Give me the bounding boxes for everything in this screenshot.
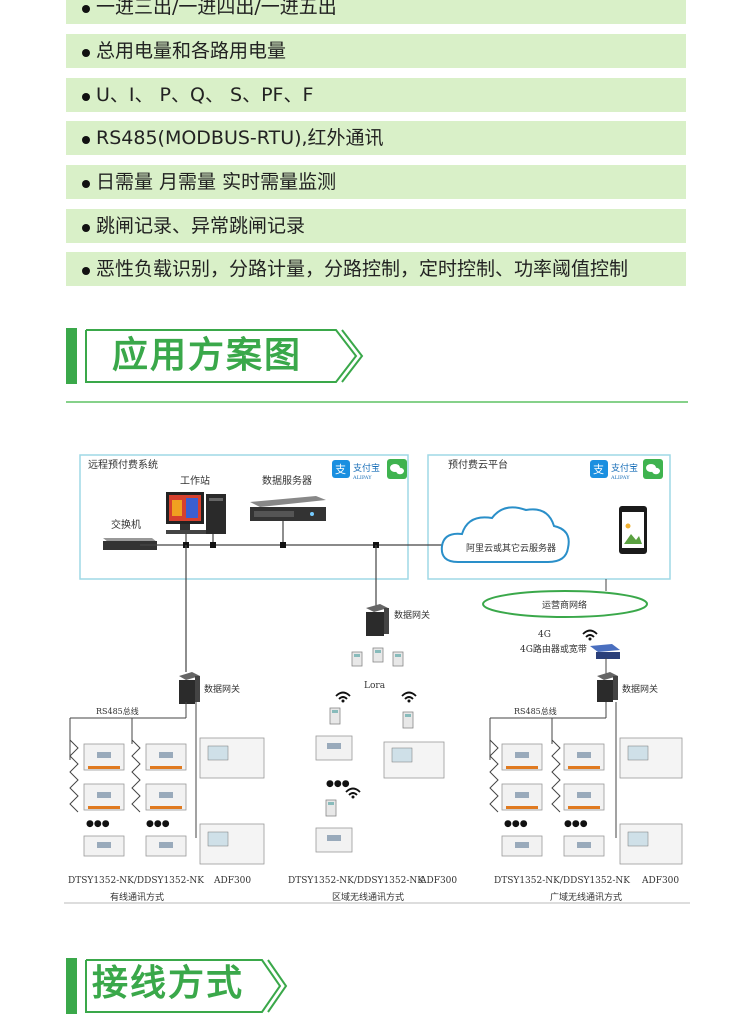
workstation-icon <box>166 492 226 534</box>
adf300-label: ADF300 <box>419 876 457 886</box>
adf300-device-icon <box>619 737 683 865</box>
section-marker <box>66 328 77 384</box>
rs485-bus-label: RS485总线 <box>96 706 139 716</box>
ellipsis-dots: ●●● <box>504 819 528 829</box>
gateway-icon <box>366 604 389 636</box>
wifi-icon <box>582 629 598 641</box>
adf300-label: ADF300 <box>641 876 679 886</box>
right-box-title: 预付费云平台 <box>448 458 508 471</box>
bullet-icon <box>82 93 90 101</box>
svg-text:支付宝: 支付宝 <box>611 462 638 474</box>
feature-text: 跳闸记录、异常跳闸记录 <box>96 215 306 237</box>
cloud-icon <box>440 506 570 563</box>
adf300-device-icon <box>383 741 445 779</box>
label-4g: 4G <box>538 630 551 640</box>
rs485-bus-label: RS485总线 <box>514 706 557 716</box>
svg-text:支付宝: 支付宝 <box>353 462 380 474</box>
gateway-icon <box>597 672 618 702</box>
section-header-application: 应用方案图 <box>66 326 366 386</box>
local-system-box <box>79 454 409 580</box>
feature-item: U、I、 P、Q、 S、PF、F <box>66 78 686 112</box>
router-4g-label: 4G路由器或宽带 <box>520 643 587 655</box>
mode-area-wireless-label: 区域无线通讯方式 <box>332 891 404 903</box>
meter-models-label: DTSY1352-NK/DDSY1352-NK <box>288 876 424 886</box>
section-frame-chevron <box>85 329 364 383</box>
wechat-icon <box>643 459 663 479</box>
section-title: 接线方式 <box>92 963 245 1004</box>
ellipsis-dots: ●●● <box>564 819 588 829</box>
svg-text:ALIPAY: ALIPAY <box>610 475 630 481</box>
feature-text: U、I、 P、Q、 S、PF、F <box>96 84 314 106</box>
mode-wide-wireless-label: 广域无线通讯方式 <box>550 891 622 903</box>
ellipsis-dots: ●●● <box>86 819 110 829</box>
bullet-icon <box>82 267 90 275</box>
wifi-icon <box>335 691 417 799</box>
feature-item: RS485(MODBUS-RTU),红外通讯 <box>66 121 686 155</box>
adf300-device-icon <box>199 737 265 865</box>
svg-text:ALIPAY: ALIPAY <box>352 475 372 481</box>
workstation-label: 工作站 <box>180 474 210 487</box>
adf300-label: ADF300 <box>213 876 251 886</box>
svg-text:支: 支 <box>593 463 604 476</box>
ellipsis-dots: ●●● <box>146 819 170 829</box>
alipay-icon: 支 支付宝 ALIPAY <box>590 460 638 481</box>
cloud-label: 阿里云或其它云服务器 <box>466 542 556 554</box>
bullet-icon <box>82 5 90 13</box>
wireless-meter-icon <box>315 707 414 853</box>
carrier-network-ellipse <box>482 590 648 618</box>
lora-meter-icon <box>351 647 404 667</box>
carrier-network-label: 运营商网络 <box>542 599 587 611</box>
feature-text: 一进三出/一进四出/一进五出 <box>96 0 337 18</box>
phone-icon <box>619 506 647 554</box>
bullet-icon <box>82 49 90 57</box>
gateway-label: 数据网关 <box>622 683 658 695</box>
wechat-icon <box>387 459 407 479</box>
feature-item: 跳闸记录、异常跳闸记录 <box>66 209 686 243</box>
feature-text: RS485(MODBUS-RTU),红外通讯 <box>96 127 384 149</box>
gateway-label: 数据网关 <box>394 609 430 621</box>
gateway-icon <box>179 672 200 704</box>
bullet-icon <box>82 180 90 188</box>
meter-group-wide <box>501 743 605 857</box>
router-icon <box>590 644 620 659</box>
section-header-wiring: 接线方式 <box>66 956 296 1016</box>
ellipsis-dots: ●●● <box>326 779 350 789</box>
bullet-icon <box>82 136 90 144</box>
data-server-label: 数据服务器 <box>262 474 312 487</box>
lora-label: Lora <box>364 681 386 691</box>
feature-text: 总用电量和各路用电量 <box>96 40 287 62</box>
feature-item: 总用电量和各路用电量 <box>66 34 686 68</box>
gateway-label: 数据网关 <box>204 683 240 695</box>
switch-icon <box>103 538 157 550</box>
feature-text: 日需量 月需量 实时需量监测 <box>96 171 337 193</box>
section-title: 应用方案图 <box>112 335 303 376</box>
left-box-title: 远程预付费系统 <box>88 458 158 471</box>
feature-text: 恶性负载识别，分路计量，分路控制，定时控制、功率阈值控制 <box>96 258 629 280</box>
switch-label: 交换机 <box>111 518 141 531</box>
meter-group-wired <box>83 743 187 857</box>
server-icon <box>250 496 326 521</box>
application-diagram: 远程预付费系统 预付费云平台 支 支付宝 ALIPAY 支 支付宝 ALIPAY… <box>64 454 690 904</box>
section-divider <box>66 401 688 403</box>
bullet-icon <box>82 224 90 232</box>
mode-wired-label: 有线通讯方式 <box>110 891 164 903</box>
meter-models-label: DTSY1352-NK/DDSY1352-NK <box>494 876 630 886</box>
feature-item: 恶性负载识别，分路计量，分路控制，定时控制、功率阈值控制 <box>66 252 686 286</box>
feature-item: 日需量 月需量 实时需量监测 <box>66 165 686 199</box>
feature-item: 一进三出/一进四出/一进五出 <box>66 0 686 24</box>
svg-text:支: 支 <box>335 463 346 476</box>
section-marker <box>66 958 77 1014</box>
alipay-icon: 支 支付宝 ALIPAY <box>332 460 380 481</box>
meter-models-label: DTSY1352-NK/DDSY1352-NK <box>68 876 204 886</box>
